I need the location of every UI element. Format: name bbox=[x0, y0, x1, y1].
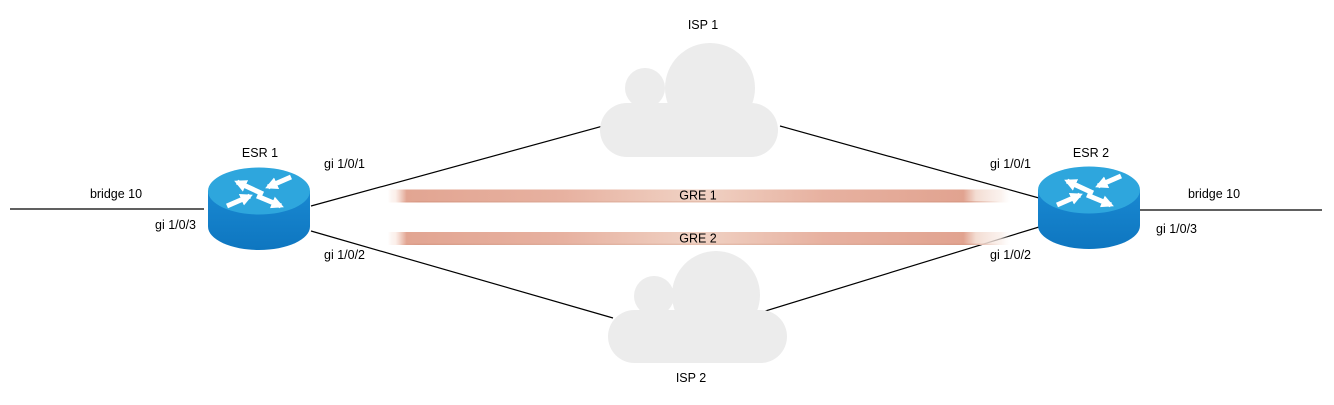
links bbox=[10, 125, 1322, 319]
esr2-label: ESR 2 bbox=[1073, 146, 1109, 160]
link-isp1-esr2 bbox=[779, 125, 1040, 199]
isp2-label: ISP 2 bbox=[676, 371, 706, 385]
esr2-iface-gi101-label: gi 1/0/1 bbox=[990, 157, 1031, 171]
link-esr1-isp2 bbox=[310, 230, 614, 319]
gre2-tunnel-edge bbox=[400, 243, 1000, 245]
gre-tunnels: GRE 1 GRE 2 bbox=[388, 189, 1010, 246]
esr2-router-arrows-icon bbox=[1056, 173, 1122, 208]
gre2-label: GRE 2 bbox=[679, 232, 717, 246]
esr1-label: ESR 1 bbox=[242, 146, 278, 160]
esr1-iface-gi103-label: gi 1/0/3 bbox=[155, 218, 196, 232]
gre1-tunnel-edge bbox=[400, 201, 1000, 203]
gre1-tunnel-pipe bbox=[388, 189, 1010, 203]
isp2-cloud-base bbox=[608, 310, 787, 363]
isp1-cloud bbox=[600, 43, 778, 157]
isp1-cloud-puff-small bbox=[625, 68, 665, 108]
esr2-iface-gi103-label: gi 1/0/3 bbox=[1156, 222, 1197, 236]
isp2-cloud bbox=[608, 251, 787, 363]
esr1-bridge-label: bridge 10 bbox=[90, 187, 142, 201]
isp1-label: ISP 1 bbox=[688, 18, 718, 32]
esr1-iface-gi102-label: gi 1/0/2 bbox=[324, 248, 365, 262]
esr1-router bbox=[208, 167, 310, 250]
gre2-tunnel-pipe bbox=[388, 232, 1010, 245]
esr1-iface-gi101-label: gi 1/0/1 bbox=[324, 157, 365, 171]
isp1-cloud-base bbox=[600, 103, 778, 157]
esr2-iface-gi102-label: gi 1/0/2 bbox=[990, 248, 1031, 262]
link-esr1-isp1 bbox=[310, 125, 604, 207]
isp2-cloud-puff-small bbox=[634, 276, 674, 316]
esr2-router bbox=[1038, 166, 1140, 249]
gre1-label: GRE 1 bbox=[679, 189, 717, 203]
esr2-bridge-label: bridge 10 bbox=[1188, 187, 1240, 201]
esr1-router-arrows-icon bbox=[226, 174, 292, 209]
